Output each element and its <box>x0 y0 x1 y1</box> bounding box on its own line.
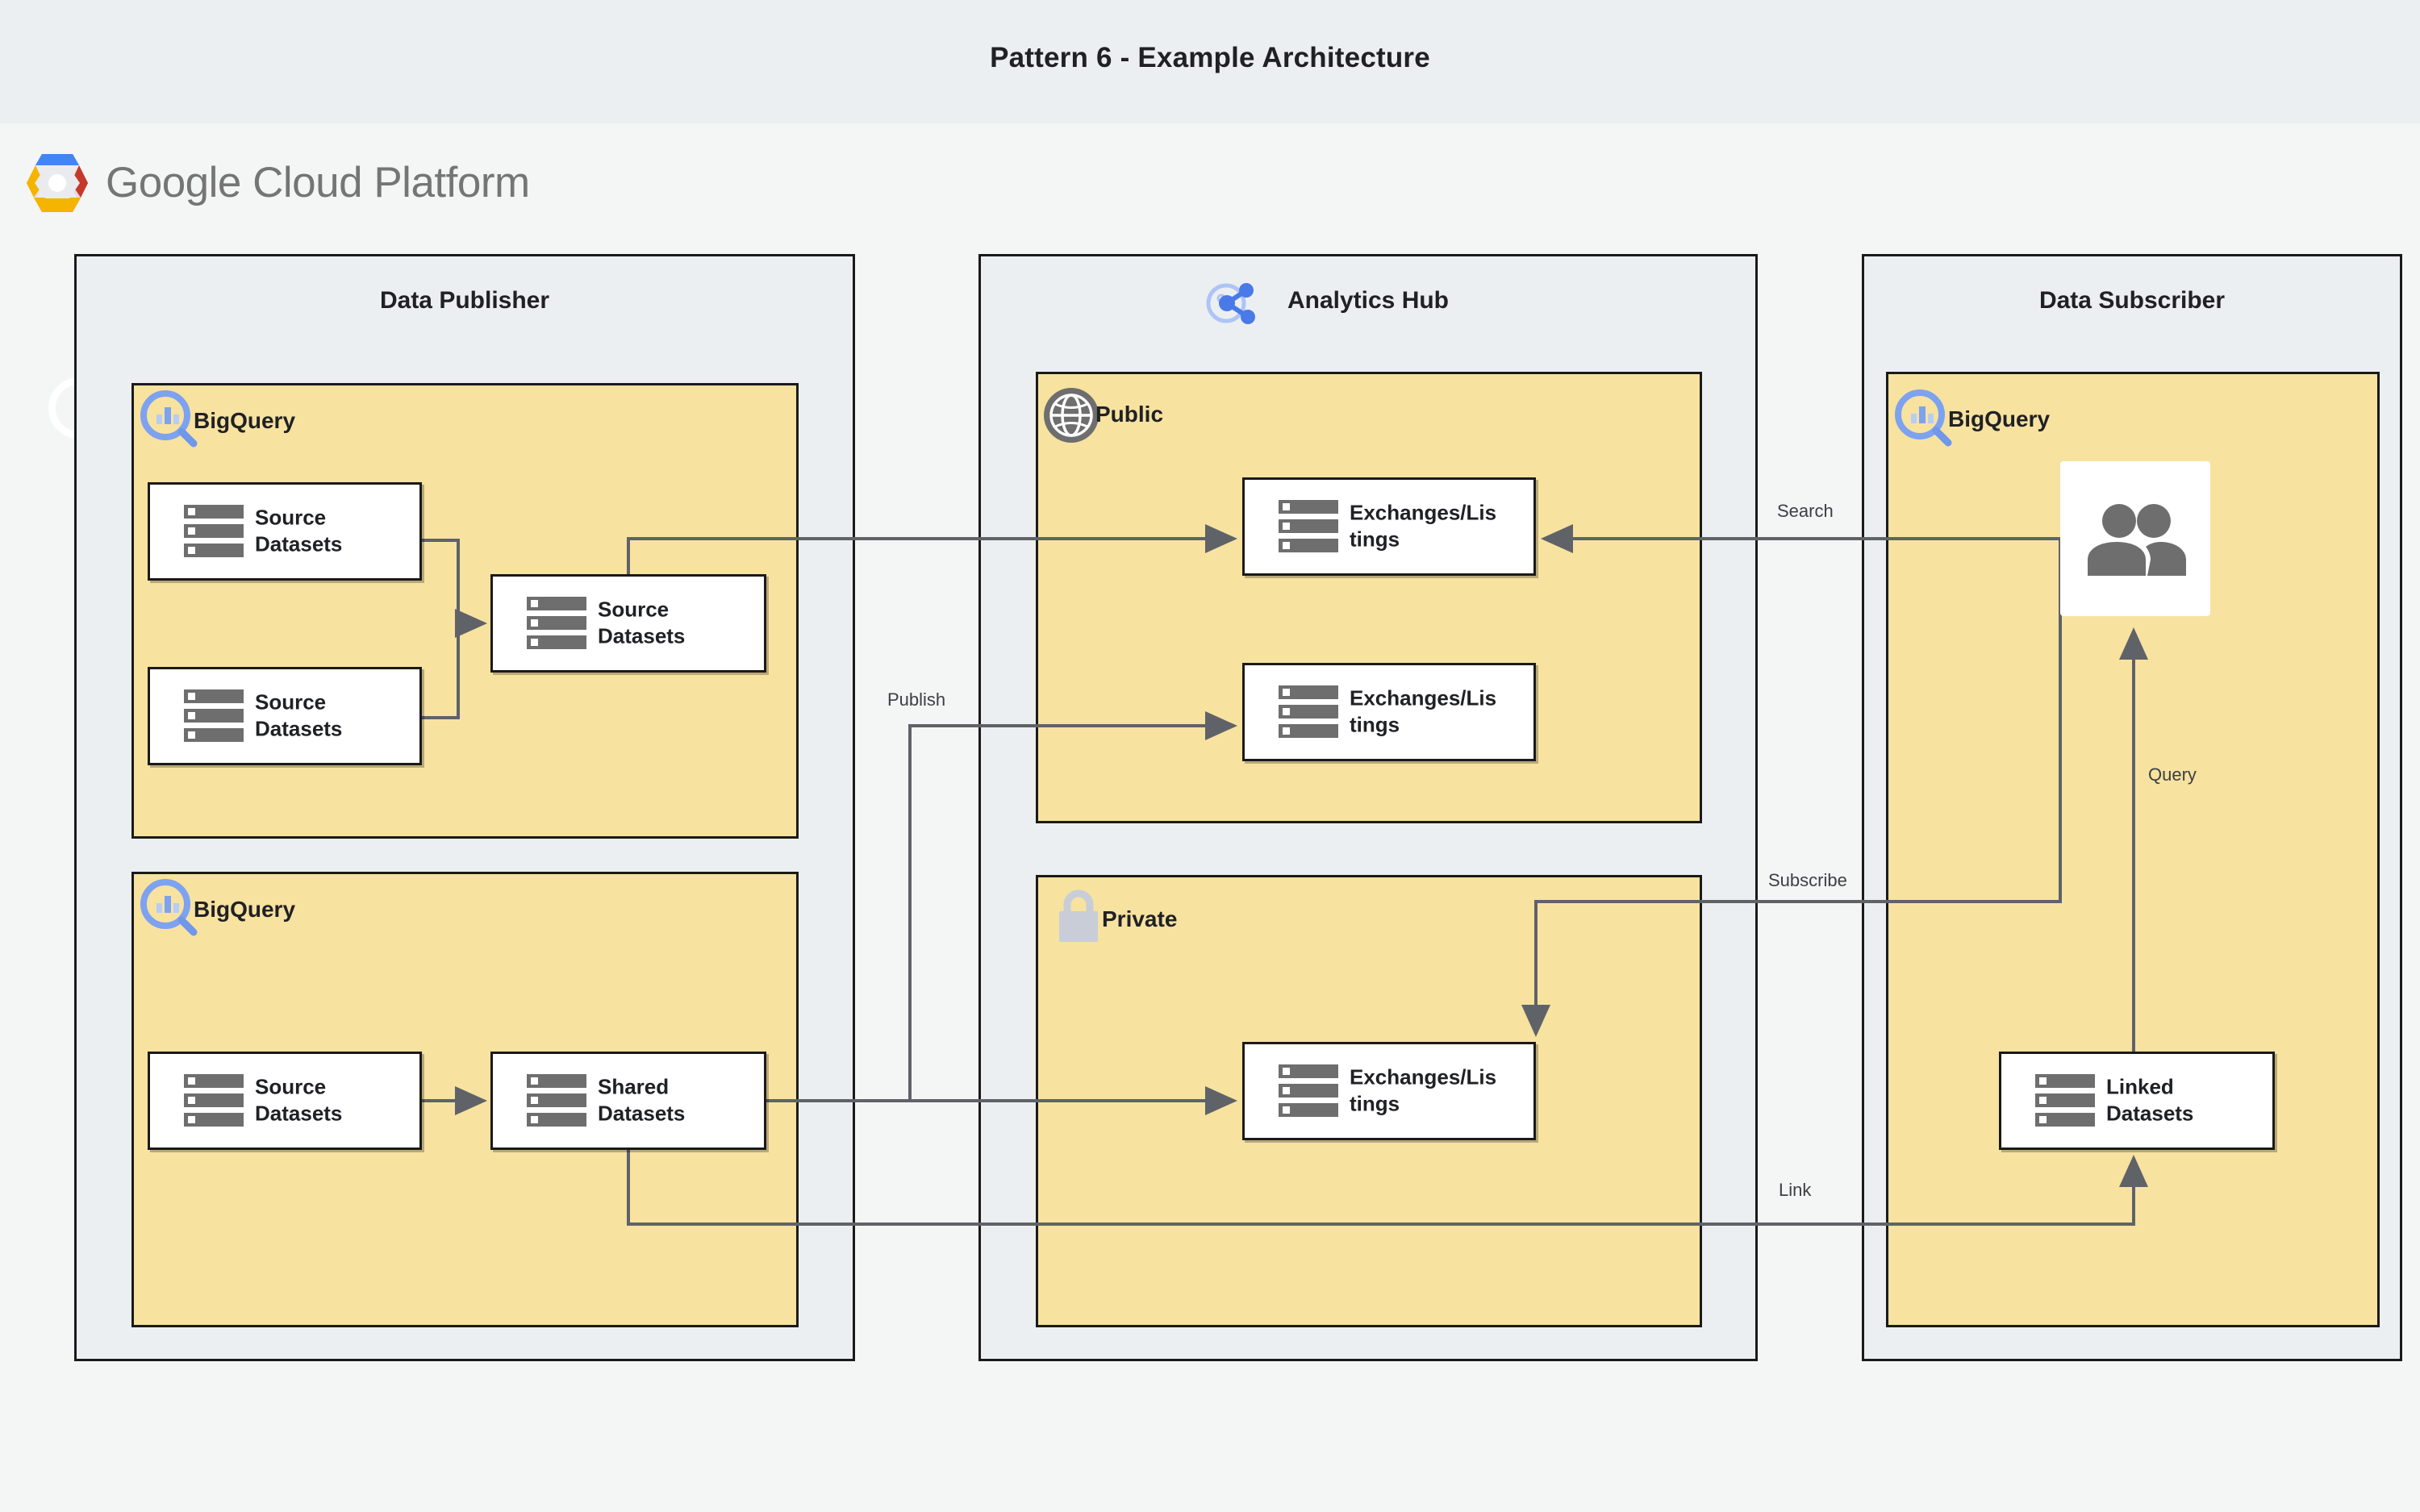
edge-label-link: Link <box>1779 1180 1812 1200</box>
zone-title-data-publisher: Data Publisher <box>379 287 550 314</box>
edge-label-subscribe: Subscribe <box>1768 870 1847 890</box>
panel-label-bigquery-sub: BigQuery <box>1948 406 2051 431</box>
bigquery-icon <box>1892 386 1955 449</box>
dataset-stack-icon <box>1279 1064 1338 1118</box>
dataset-stack-icon <box>1279 500 1338 553</box>
panel-label-public: Public <box>1095 402 1164 427</box>
dataset-stack-icon <box>184 689 244 743</box>
gcp-hexagon-logo-icon <box>27 154 88 212</box>
dataset-stack-icon <box>1279 685 1338 739</box>
panel-label-private: Private <box>1102 906 1178 931</box>
globe-icon <box>1042 386 1100 444</box>
page-title: Pattern 6 - Example Architecture <box>990 42 1430 73</box>
edge-label-publish: Publish <box>887 689 946 710</box>
lock-icon <box>1054 889 1103 942</box>
dataset-stack-icon <box>184 1074 244 1127</box>
edge-label-query: Query <box>2148 764 2197 785</box>
gcp-logo-text: Google Cloud Platform <box>106 159 530 206</box>
bigquery-icon <box>137 876 200 939</box>
users-group-icon <box>2084 502 2186 576</box>
gcp-logo: Google Cloud Platform <box>21 148 530 219</box>
dataset-stack-icon <box>527 1074 586 1127</box>
zone-title-analytics-hub: Analytics Hub <box>1287 287 1450 314</box>
dataset-stack-icon <box>527 597 586 650</box>
dataset-stack-icon <box>2035 1074 2095 1127</box>
panel-label-bigquery-pub-2: BigQuery <box>194 897 296 922</box>
panel-label-bigquery-pub-1: BigQuery <box>194 408 296 433</box>
title-bar: Pattern 6 - Example Architecture <box>0 0 2420 123</box>
edge-label-search: Search <box>1777 501 1834 521</box>
dataset-stack-icon <box>184 505 244 558</box>
node-users-group[interactable] <box>2060 461 2210 616</box>
bigquery-icon <box>137 387 200 450</box>
analytics-hub-share-icon <box>1204 274 1262 332</box>
zone-title-data-subscriber: Data Subscriber <box>2038 287 2226 314</box>
